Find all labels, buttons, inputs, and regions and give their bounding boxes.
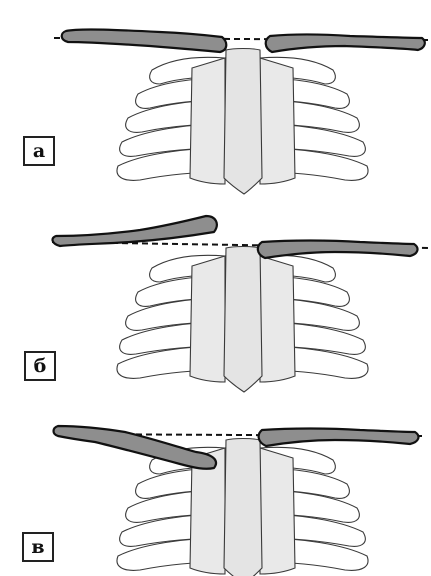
rib-cage-a	[117, 49, 368, 195]
clavicle-left-c	[54, 426, 216, 469]
cartilage-left	[190, 58, 225, 184]
clavicle-right-b	[258, 241, 418, 259]
panel-b: б	[0, 192, 431, 384]
thorax-diagram-c	[0, 384, 431, 576]
thorax-diagram-b	[0, 192, 431, 384]
panel-a: а	[0, 0, 431, 192]
clavicle-left-a	[62, 29, 227, 52]
panel-label-b: б	[24, 351, 56, 381]
panel-c: в	[0, 384, 431, 576]
clavicle-right-a	[266, 35, 425, 53]
cartilage-right	[260, 58, 295, 184]
rib-cage-b	[117, 247, 368, 393]
rib-cage-c	[117, 439, 368, 576]
panel-label-c: в	[22, 532, 54, 562]
panel-label-a: а	[23, 136, 55, 166]
clavicle-right-c	[259, 429, 419, 447]
clavicle-left-b	[53, 216, 217, 246]
thorax-diagram-a	[0, 0, 431, 192]
sternum	[224, 49, 262, 195]
